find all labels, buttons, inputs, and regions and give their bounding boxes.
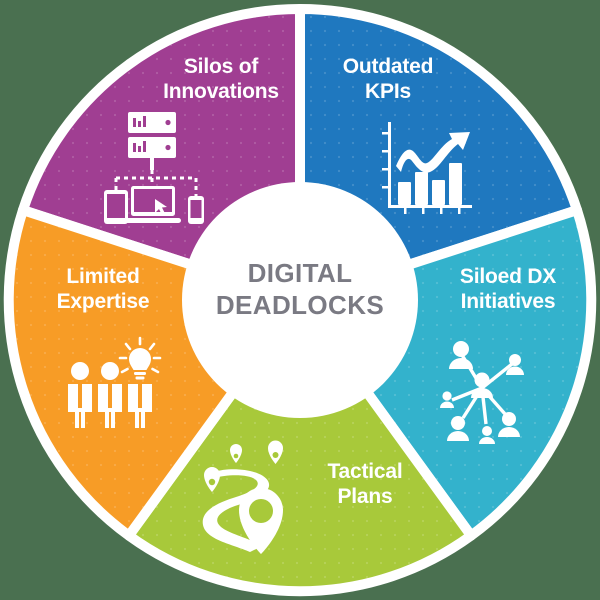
server-devices-network-icon xyxy=(104,112,204,224)
center-hub xyxy=(182,182,418,418)
people-network-hub-icon xyxy=(440,341,524,444)
bar-chart-trend-arrow-icon xyxy=(382,122,472,214)
three-people-lightbulb-icon xyxy=(68,336,162,428)
winding-road-map-pins-icon xyxy=(202,440,283,554)
